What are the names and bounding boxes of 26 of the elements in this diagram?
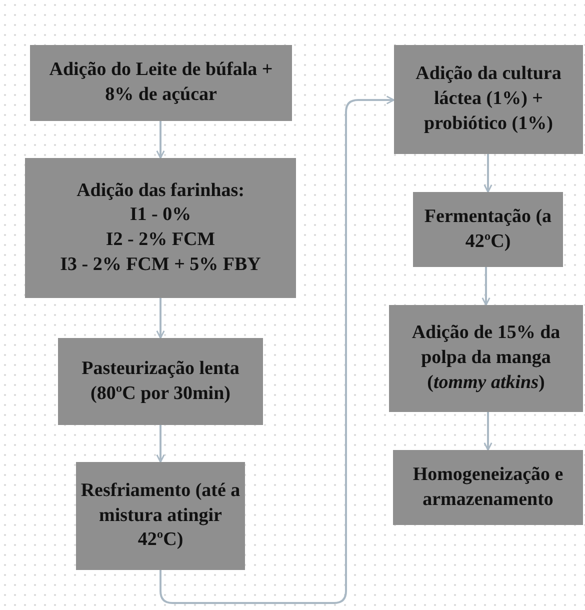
step-text: Adição da cultura láctea (1%) + probiótico (1%): [414, 62, 562, 136]
arrow: [484, 412, 492, 451]
step-text: Fermentação (a 42ºC): [423, 204, 553, 254]
process-box: [25, 158, 296, 298]
process-box: [30, 45, 292, 121]
step-text: I3 - 2% FCM + 5% FBY: [60, 252, 261, 277]
process-box: [389, 305, 583, 412]
step-text: Adição de 15% da polpa da manga (tommy atkins): [410, 321, 562, 395]
step-text: I1 - 0%: [130, 203, 192, 228]
arrow: [482, 267, 490, 306]
arrow: [156, 298, 165, 339]
process-box: [394, 45, 583, 154]
arrow: [484, 154, 492, 193]
process-box: [393, 450, 583, 525]
step-text: Pasteurização lenta (80ºC por 30min): [80, 356, 240, 406]
arrow: [160, 96, 395, 604]
step-text: Resfriamento (até a mistura atingir 42ºC): [80, 478, 242, 552]
step-text: Homogeneização e armazenamento: [412, 462, 564, 512]
step-text: Adição das farinhas:: [76, 178, 244, 203]
process-box: [413, 192, 563, 267]
process-box: [58, 338, 263, 425]
process-box: [76, 462, 245, 570]
step-text: I2 - 2% FCM: [106, 228, 216, 252]
arrow: [156, 121, 165, 159]
step-text: Adição do Leite de búfala + 8% de açúcar: [48, 58, 274, 107]
arrow: [156, 425, 165, 463]
